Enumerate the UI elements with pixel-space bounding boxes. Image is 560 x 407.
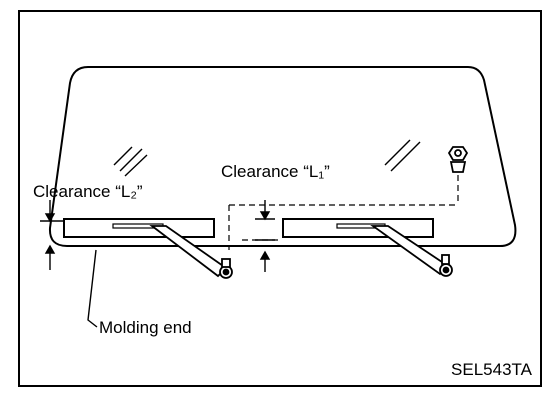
glass-reflection-marks bbox=[113, 139, 421, 177]
windshield-outline bbox=[48, 66, 517, 247]
label-clearance-l2: Clearance “L₂” bbox=[33, 182, 143, 201]
l1-dimension-arrows bbox=[255, 200, 275, 272]
left-wiper-arm bbox=[149, 225, 233, 279]
label-clearance-l1: Clearance “L₁” bbox=[221, 162, 330, 181]
l2-dimension-arrows bbox=[40, 200, 64, 270]
right-wiper-arm bbox=[370, 225, 453, 277]
wiper-nut bbox=[447, 146, 469, 173]
right-wiper-blade bbox=[282, 218, 434, 238]
label-molding-end: Molding end bbox=[99, 318, 192, 337]
left-wiper-blade bbox=[63, 218, 215, 238]
molding-end-leader bbox=[87, 249, 98, 328]
figure-code: SEL543TA bbox=[451, 360, 533, 379]
figure-frame bbox=[18, 10, 542, 387]
